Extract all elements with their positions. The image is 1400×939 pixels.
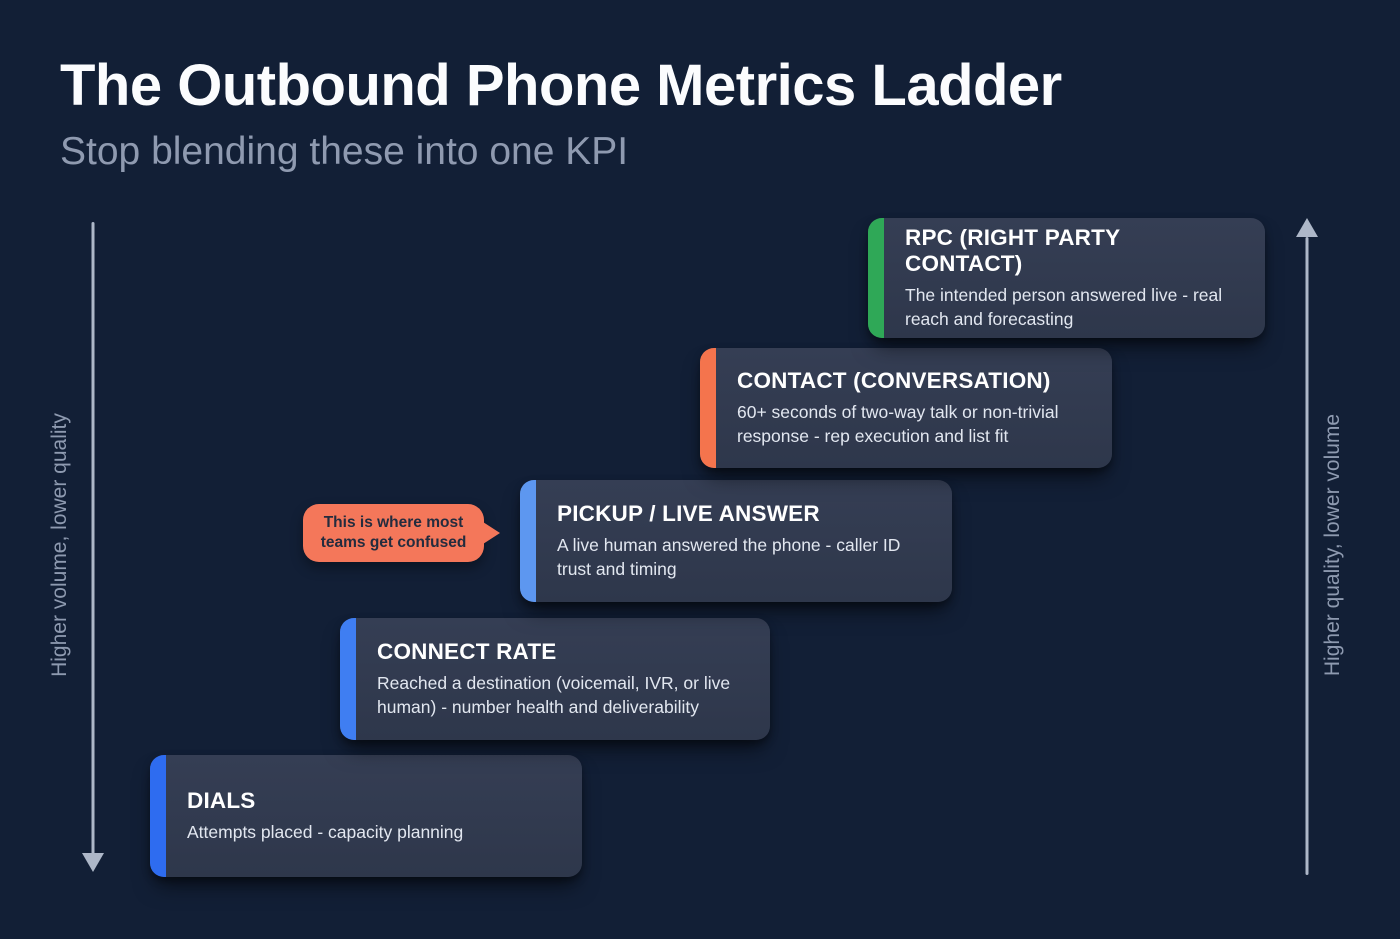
page-title: The Outbound Phone Metrics Ladder	[60, 53, 1062, 118]
connect-rate-card-description: Reached a destination (voicemail, IVR, o…	[377, 673, 731, 717]
dials-card-content: DIALS Attempts placed - capacity plannin…	[166, 755, 582, 877]
pickup-accent-bar	[520, 480, 536, 602]
confusion-callout-bubble: This is where most teams get confused	[303, 504, 500, 562]
confusion-callout-text: This is where most teams get confused	[320, 514, 467, 551]
callout-pointer-icon	[483, 522, 500, 544]
connect-rate-card-title: CONNECT RATE	[377, 639, 557, 665]
right-axis-label: Higher quality, lower volume	[1321, 413, 1344, 677]
right-arrow-shaft	[1305, 237, 1309, 875]
left-volume-arrow	[81, 222, 105, 872]
rpc-card-content: RPC (RIGHT PARTY CONTACT) The intended p…	[884, 218, 1265, 338]
connect-rate-card-content: CONNECT RATE Reached a destination (voic…	[356, 618, 770, 740]
contact-accent-bar	[700, 348, 716, 468]
pickup-card-title: PICKUP / LIVE ANSWER	[557, 501, 820, 527]
contact-card-description: 60+ seconds of two-way talk or non-trivi…	[737, 402, 1059, 446]
metric-card-pickup-live-answer: PICKUP / LIVE ANSWER A live human answer…	[520, 480, 952, 602]
contact-card-title: CONTACT (CONVERSATION)	[737, 368, 1051, 394]
right-quality-arrow	[1295, 218, 1319, 875]
rpc-card-description: The intended person answered live - real…	[905, 285, 1223, 329]
metric-card-rpc: RPC (RIGHT PARTY CONTACT) The intended p…	[868, 218, 1265, 338]
left-arrow-shaft	[91, 222, 95, 854]
contact-card-content: CONTACT (CONVERSATION) 60+ seconds of tw…	[716, 348, 1112, 468]
pickup-card-content: PICKUP / LIVE ANSWER A live human answer…	[536, 480, 952, 602]
dials-card-description: Attempts placed - capacity planning	[187, 821, 464, 842]
pickup-card-description: A live human answered the phone - caller…	[557, 535, 901, 579]
metric-card-dials: DIALS Attempts placed - capacity plannin…	[150, 755, 582, 877]
rpc-card-title: RPC (RIGHT PARTY CONTACT)	[905, 225, 1120, 277]
page-subtitle: Stop blending these into one KPI	[60, 130, 629, 173]
metric-card-connect-rate: CONNECT RATE Reached a destination (voic…	[340, 618, 770, 740]
arrow-up-icon	[1296, 218, 1318, 237]
connect-rate-accent-bar	[340, 618, 356, 740]
metric-card-contact-conversation: CONTACT (CONVERSATION) 60+ seconds of tw…	[700, 348, 1112, 468]
rpc-accent-bar	[868, 218, 884, 338]
dials-accent-bar	[150, 755, 166, 877]
dials-card-title: DIALS	[187, 787, 256, 813]
arrow-down-icon	[82, 853, 104, 872]
left-axis-label: Higher volume, lower quality	[48, 413, 71, 677]
